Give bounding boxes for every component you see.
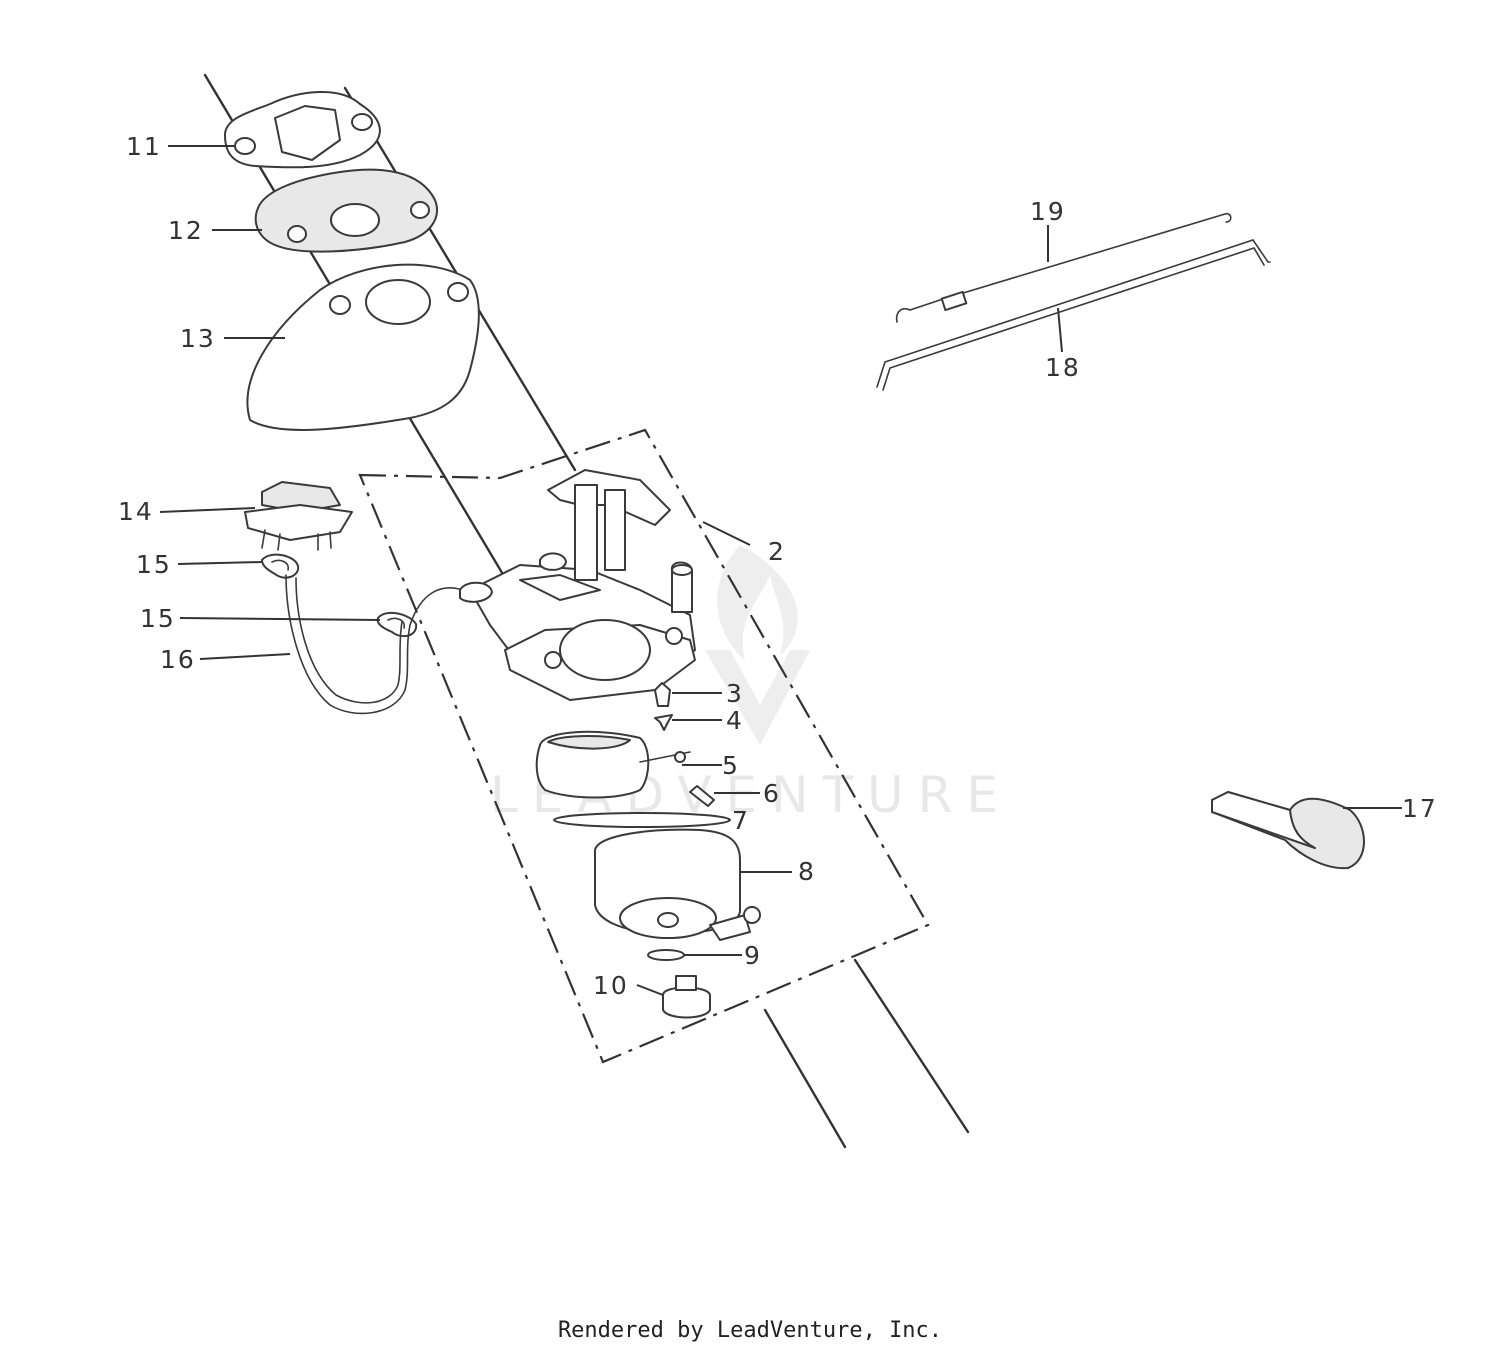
- callout-15-upper: 15: [136, 550, 172, 579]
- leader-16: [199, 653, 291, 660]
- carburetor-assembly-boundary: [358, 428, 930, 1064]
- washer-9: [647, 949, 685, 961]
- float-needle-3: [654, 682, 671, 707]
- leader-18: [1057, 307, 1063, 353]
- governor-rod-19: [895, 212, 1232, 323]
- callout-18: 18: [1045, 353, 1081, 382]
- callout-7: 7: [732, 806, 750, 835]
- watermark-logo: [705, 545, 810, 745]
- leader-2: [702, 521, 751, 546]
- callout-6: 6: [763, 779, 781, 808]
- callout-2: 2: [768, 537, 786, 566]
- primer-bulb-14: [244, 481, 353, 551]
- clip-4: [654, 714, 673, 731]
- callout-11: 11: [126, 132, 162, 161]
- callout-12: 12: [168, 216, 204, 245]
- callout-13: 13: [180, 324, 216, 353]
- footer-credit: Rendered by LeadVenture, Inc.: [557, 1318, 943, 1343]
- fuel-line-16: [285, 574, 469, 715]
- leader-14: [159, 507, 256, 513]
- bowl-gasket-7: [553, 812, 731, 828]
- callout-8: 8: [798, 857, 816, 886]
- drain-bolt-10: [662, 975, 711, 1019]
- assembly-axis-right-bottom: [853, 958, 970, 1134]
- callout-10: 10: [593, 971, 629, 1000]
- float-pin-6: [689, 785, 715, 807]
- float-bowl-8: [594, 828, 761, 941]
- gasket-11: [224, 90, 381, 169]
- carburetor-2: [459, 469, 696, 701]
- bracket-17: [1211, 791, 1365, 870]
- leader-15b: [179, 617, 381, 621]
- spacer-12: [254, 168, 438, 253]
- callout-16: 16: [160, 645, 196, 674]
- callout-5: 5: [722, 751, 740, 780]
- insulator-13: [246, 263, 480, 431]
- assembly-axis-left-bottom: [763, 1008, 847, 1149]
- callout-15-lower: 15: [140, 604, 176, 633]
- callout-14: 14: [118, 497, 154, 526]
- leader-15a: [177, 561, 263, 565]
- float-5: [535, 730, 691, 799]
- callout-17: 17: [1402, 794, 1438, 823]
- callout-19: 19: [1030, 197, 1066, 226]
- hose-clamp-15-upper: [261, 553, 300, 579]
- throttle-rod-18: [876, 239, 1271, 391]
- callout-3: 3: [726, 679, 744, 708]
- leader-10: [636, 984, 664, 996]
- callout-4: 4: [726, 706, 744, 735]
- callout-9: 9: [744, 941, 762, 970]
